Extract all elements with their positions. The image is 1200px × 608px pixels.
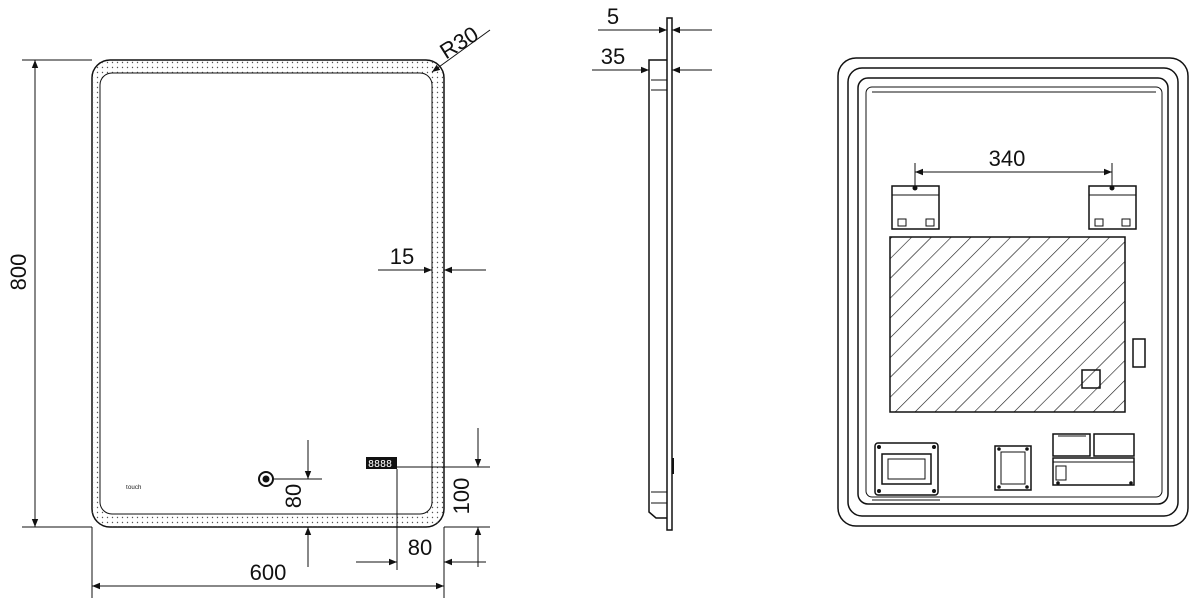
side-glass-panel	[666, 17, 673, 531]
mounting-bracket-left	[891, 185, 940, 230]
total-depth-dimension: 35	[592, 44, 712, 78]
display-height-label: 100	[449, 478, 474, 515]
glass-thickness-label: 5	[607, 4, 619, 29]
touch-button-offset-label: 80	[281, 484, 306, 508]
svg-text:8888: 8888	[368, 459, 392, 470]
back-view: 340	[837, 57, 1189, 527]
led-strip-label: 15	[390, 244, 414, 269]
led-strip-inner-edge	[99, 72, 433, 515]
height-dimension: 800	[6, 59, 92, 528]
led-strip-band	[92, 60, 444, 527]
sensor-module	[1081, 369, 1101, 389]
front-view: ᵗᵒᵘᶜʰ 8888 800 600 R30	[6, 21, 491, 598]
led-driver-lower	[1052, 457, 1135, 486]
led-strip-dimension: 15	[378, 244, 486, 274]
touch-button-offset-dimension: 80	[274, 440, 322, 567]
display-offset-dimension: 80	[356, 469, 486, 570]
height-label: 800	[6, 254, 31, 291]
side-body	[648, 59, 667, 519]
bracket-spacing-dimension: 340	[914, 146, 1113, 186]
corner-radius-label: R30	[435, 21, 482, 64]
back-panel	[857, 77, 1169, 505]
heating-pad	[889, 236, 1126, 413]
glass-thickness-dimension: 5	[598, 4, 712, 34]
back-outer-frame	[837, 57, 1189, 527]
width-dimension: 600	[91, 527, 445, 598]
side-switch	[1132, 338, 1146, 368]
connector-module	[994, 445, 1032, 491]
corner-radius-dimension: R30	[431, 21, 491, 73]
touch-button-icon	[258, 471, 274, 487]
back-inner-frame	[847, 67, 1179, 517]
mounting-bracket-right	[1088, 185, 1137, 230]
digital-display: 8888	[366, 457, 397, 470]
mirror-outline	[91, 59, 445, 528]
width-label: 600	[250, 560, 287, 585]
led-driver-upper	[1052, 433, 1135, 457]
brand-logo: ᵗᵒᵘᶜʰ	[126, 483, 142, 493]
display-height-dimension: 100	[397, 428, 490, 567]
display-offset-label: 80	[408, 535, 432, 560]
control-box	[874, 442, 939, 496]
total-depth-label: 35	[601, 44, 625, 69]
side-view: 5 35	[592, 4, 712, 531]
bracket-spacing-label: 340	[989, 146, 1026, 171]
